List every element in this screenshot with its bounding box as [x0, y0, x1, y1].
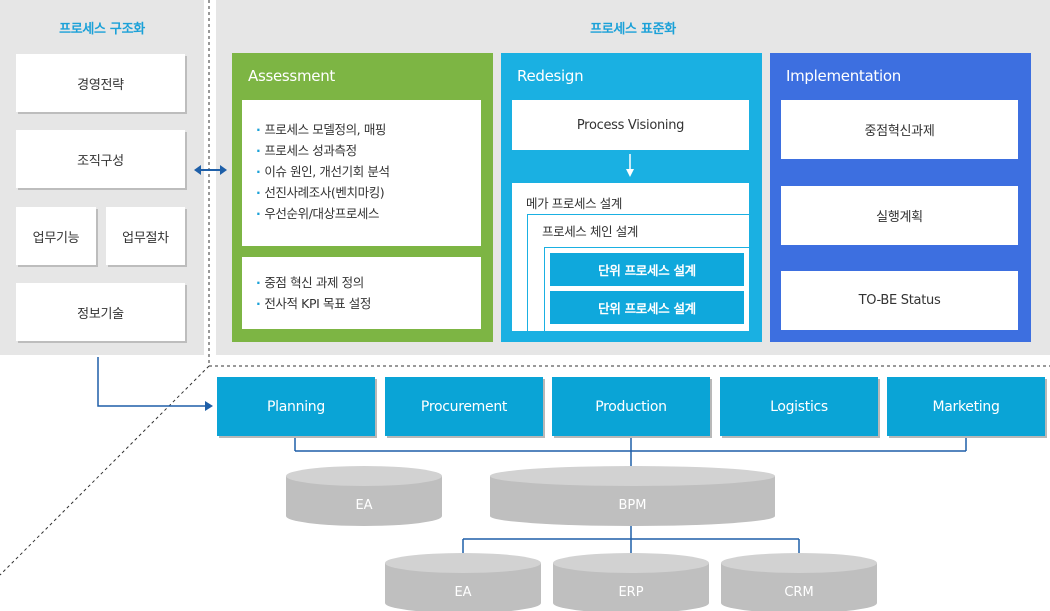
structure-item-it: 정보기술 — [16, 283, 185, 341]
function-procurement: Procurement — [385, 377, 543, 436]
implementation-item-tobe: TO-BE Status — [781, 271, 1018, 330]
list-item: 이슈 원인, 개선기회 분석 — [256, 161, 481, 182]
system-cylinder-bpm: BPM — [490, 466, 775, 526]
system-label: EA — [454, 585, 472, 600]
unit-process-box-1: 단위 프로세스 설계 — [550, 253, 744, 286]
system-cylinder-erp: ERP — [553, 553, 709, 611]
function-marketing: Marketing — [887, 377, 1045, 436]
function-logistics: Logistics — [720, 377, 878, 436]
standardization-title: 프로세스 표준화 — [590, 22, 676, 37]
list-item: 우선순위/대상프로세스 — [256, 203, 481, 224]
structure-item-organization: 조직구성 — [16, 130, 185, 188]
implementation-column: Implementation 중점혁신과제 실행계획 TO-BE Status — [770, 53, 1031, 342]
redesign-title: Redesign — [517, 67, 584, 85]
assessment-column: Assessment 프로세스 모델정의, 매핑 프로세스 성과측정 이슈 원인… — [232, 53, 493, 342]
list-item: 중점 혁신 과제 정의 — [256, 272, 481, 293]
unit-process-frame: 단위 프로세스 설계 단위 프로세스 설계 — [544, 247, 750, 332]
mega-process-box: 메가 프로세스 설계 프로세스 체인 설계 단위 프로세스 설계 단위 프로세스… — [512, 183, 750, 332]
assessment-list-2: 중점 혁신 과제 정의 전사적 KPI 목표 설정 — [256, 272, 481, 314]
list-item: 프로세스 성과측정 — [256, 140, 481, 161]
assessment-title: Assessment — [248, 67, 335, 85]
process-chain-box: 프로세스 체인 설계 단위 프로세스 설계 단위 프로세스 설계 — [527, 214, 750, 332]
assessment-box-2: 중점 혁신 과제 정의 전사적 KPI 목표 설정 — [242, 257, 481, 329]
assessment-box-1: 프로세스 모델정의, 매핑 프로세스 성과측정 이슈 원인, 개선기회 분석 선… — [242, 100, 481, 246]
list-item: 선진사례조사(벤치마킹) — [256, 182, 481, 203]
assessment-list-1: 프로세스 모델정의, 매핑 프로세스 성과측정 이슈 원인, 개선기회 분석 선… — [256, 119, 481, 224]
process-visioning-box: Process Visioning — [512, 100, 749, 150]
implementation-title: Implementation — [786, 67, 901, 85]
structure-item-function: 업무기능 — [16, 207, 96, 265]
structure-item-procedure: 업무절차 — [106, 207, 185, 265]
system-label: ERP — [618, 585, 644, 600]
down-arrow-icon — [626, 154, 634, 177]
mega-process-label: 메가 프로세스 설계 — [526, 196, 622, 211]
process-chain-label: 프로세스 체인 설계 — [542, 224, 638, 239]
function-planning: Planning — [217, 377, 375, 436]
redesign-column: Redesign Process Visioning 메가 프로세스 설계 프로… — [501, 53, 762, 342]
implementation-item-plan: 실행계획 — [781, 186, 1018, 245]
list-item: 프로세스 모델정의, 매핑 — [256, 119, 481, 140]
system-cylinder-crm: CRM — [721, 553, 877, 611]
structure-title: 프로세스 구조화 — [59, 22, 145, 37]
system-label: CRM — [784, 585, 814, 600]
system-cylinder-ea-1: EA — [286, 466, 442, 526]
system-label: BPM — [618, 498, 647, 513]
unit-process-box-2: 단위 프로세스 설계 — [550, 291, 744, 324]
list-item: 전사적 KPI 목표 설정 — [256, 293, 481, 314]
system-cylinder-ea-2: EA — [385, 553, 541, 611]
system-label: EA — [355, 498, 373, 513]
function-production: Production — [552, 377, 710, 436]
implementation-item-tasks: 중점혁신과제 — [781, 100, 1018, 159]
structure-item-strategy: 경영전략 — [16, 54, 185, 112]
